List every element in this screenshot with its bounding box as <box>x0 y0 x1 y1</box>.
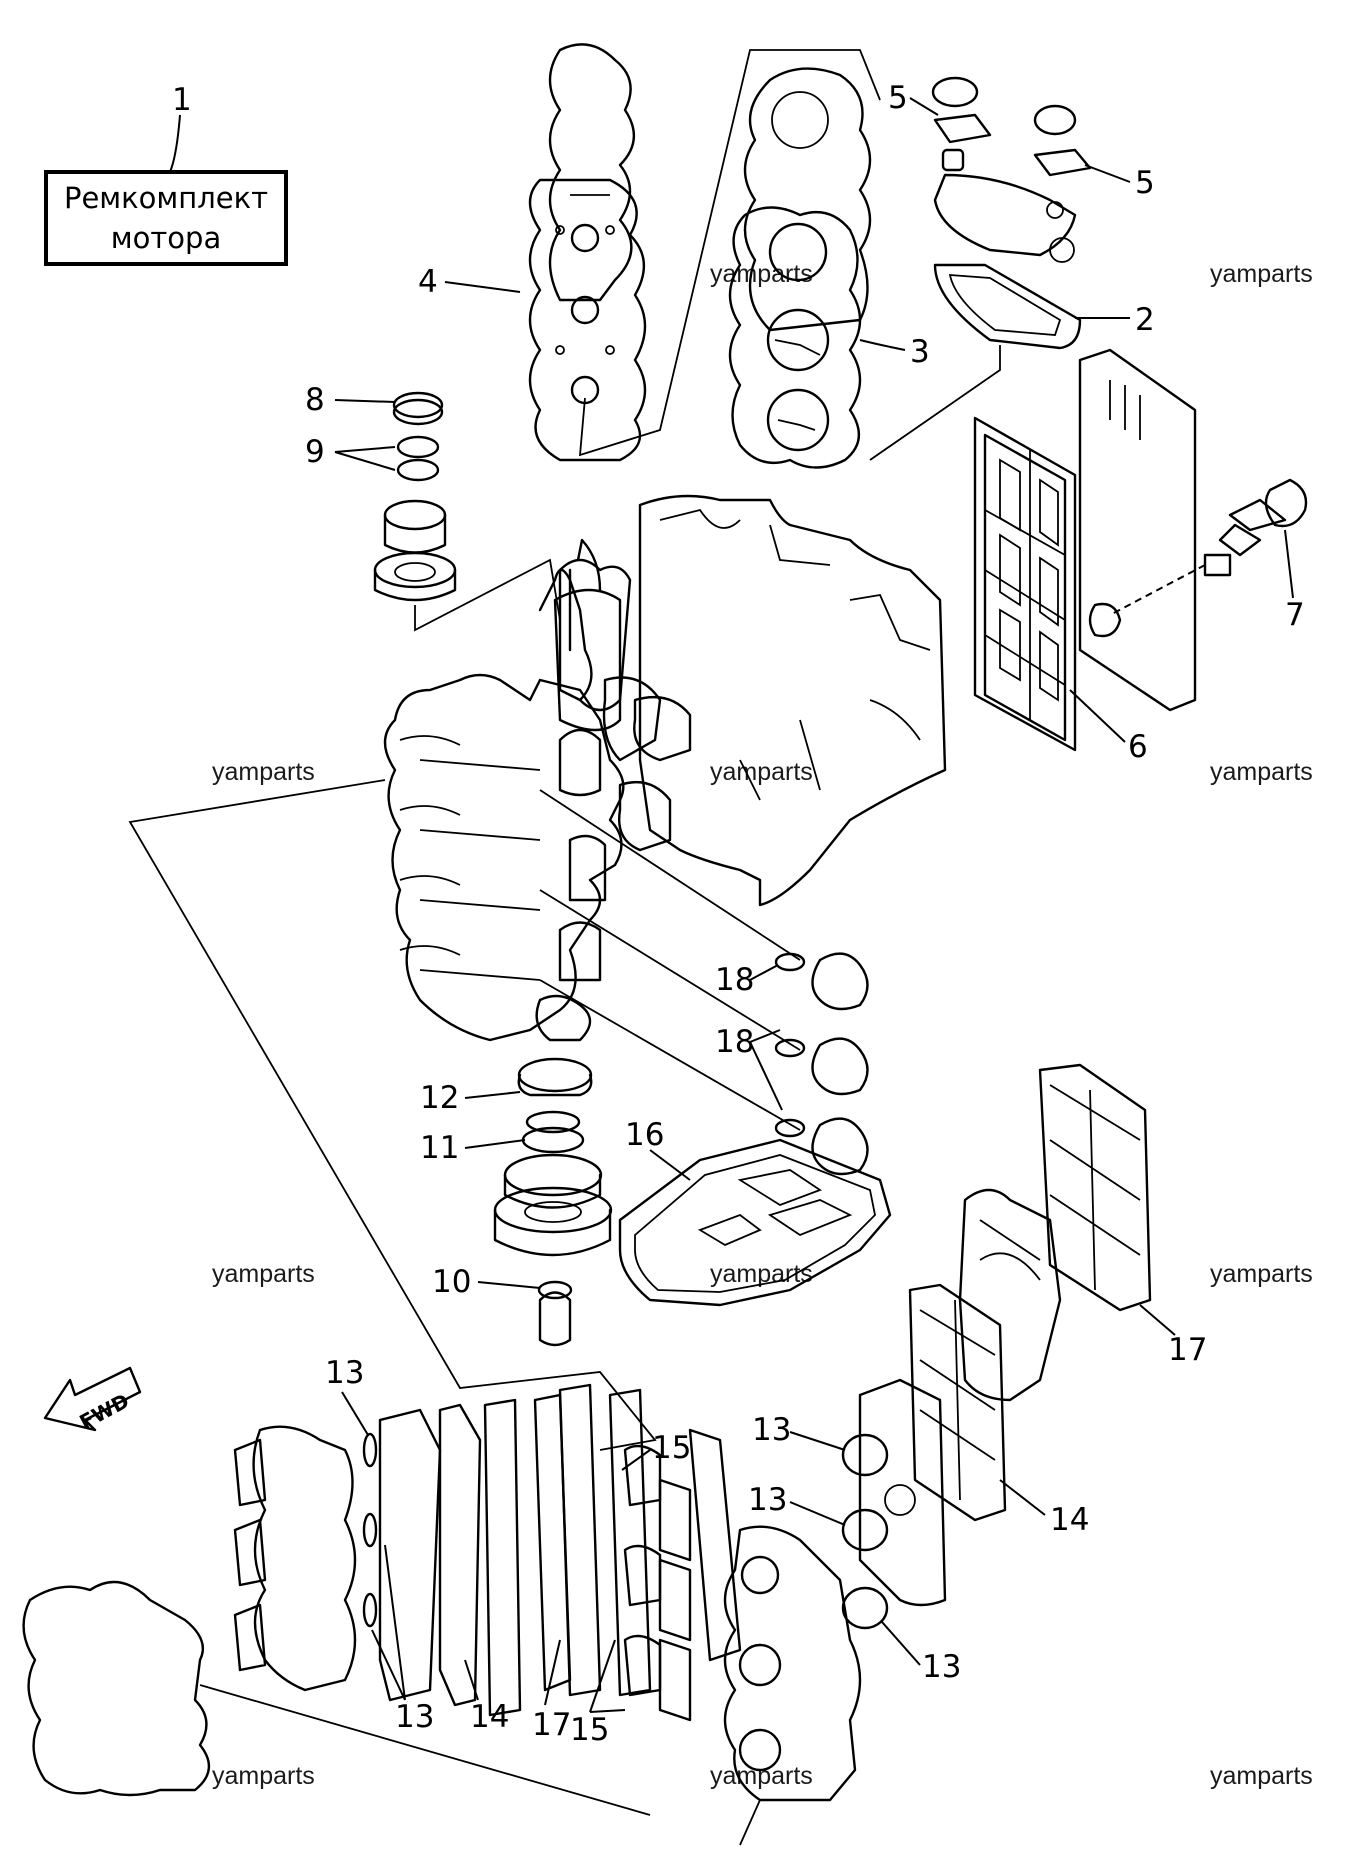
watermark: yamparts <box>212 1762 315 1790</box>
watermark: yamparts <box>1210 1260 1313 1288</box>
repair-kit-title: Ремкомплект <box>63 181 269 215</box>
callout-3: 3 <box>910 334 930 370</box>
intake-manifold-right <box>841 1063 1152 1630</box>
cylinder-head-gasket <box>728 67 872 469</box>
callout-18a: 18 <box>715 962 754 998</box>
fwd-label: FWD <box>76 1389 133 1435</box>
forward-arrow-icon: FWD <box>43 1366 142 1435</box>
block-gasket <box>618 1138 892 1307</box>
intake-assembly-left <box>22 1383 742 1816</box>
callout-8: 8 <box>305 382 325 418</box>
callout-13c: 13 <box>752 1412 791 1448</box>
callout-5: 5 <box>888 80 908 116</box>
callout-11: 11 <box>420 1130 459 1166</box>
repair-kit-subtitle: мотора <box>110 221 222 255</box>
watermarks: yamparts yamparts yamparts yamparts yamp… <box>212 260 1313 1790</box>
watermark: yamparts <box>710 260 813 288</box>
watermark: yamparts <box>212 758 315 786</box>
watermark: yamparts <box>212 1260 315 1288</box>
cylinder-block-assembly <box>383 494 947 1176</box>
assembly-outline <box>128 779 657 1451</box>
watermark: yamparts <box>710 758 813 786</box>
callout-18b: 18 <box>715 1024 754 1060</box>
callout-14a: 14 <box>470 1699 509 1735</box>
callout-17a: 17 <box>532 1707 571 1743</box>
callout-17b: 17 <box>1168 1332 1207 1368</box>
callout-7: 7 <box>1285 597 1305 633</box>
callout-16: 16 <box>625 1117 664 1153</box>
callout-labels: 1 2 3 4 5 5 6 7 8 9 10 11 12 13 13 13 13 <box>172 80 1305 1748</box>
leader-line <box>169 114 181 173</box>
callout-15b: 15 <box>570 1712 609 1748</box>
callout-12: 12 <box>420 1080 459 1116</box>
callout-15a: 15 <box>652 1430 691 1466</box>
watermark: yamparts <box>710 1762 813 1790</box>
callout-13b: 13 <box>395 1699 434 1735</box>
watermark: yamparts <box>1210 758 1313 786</box>
thermostat-parts <box>1088 478 1308 638</box>
callout-13e: 13 <box>922 1649 961 1685</box>
cylinder-head-right-lower <box>723 1525 862 1846</box>
callout-9: 9 <box>305 434 325 470</box>
watermark: yamparts <box>1210 260 1313 288</box>
exhaust-cover-parts <box>973 348 1197 752</box>
water-jacket-gasket <box>869 263 1082 461</box>
repair-kit-box: Ремкомплект мотора <box>44 170 288 266</box>
callout-2: 2 <box>1135 302 1155 338</box>
callout-14b: 14 <box>1050 1502 1089 1538</box>
callout-1: 1 <box>172 82 192 118</box>
head-cover-part <box>528 43 881 462</box>
callout-10: 10 <box>432 1264 471 1300</box>
anode-cover-parts <box>931 76 1092 263</box>
callout-5b: 5 <box>1135 165 1155 201</box>
upper-crank-seal-parts <box>373 391 561 632</box>
callout-4: 4 <box>418 264 438 300</box>
callout-6: 6 <box>1128 729 1148 765</box>
lower-crank-seal-parts <box>493 1057 613 1347</box>
callout-13d: 13 <box>748 1482 787 1518</box>
watermark: yamparts <box>1210 1762 1313 1790</box>
callout-13a: 13 <box>325 1355 364 1391</box>
